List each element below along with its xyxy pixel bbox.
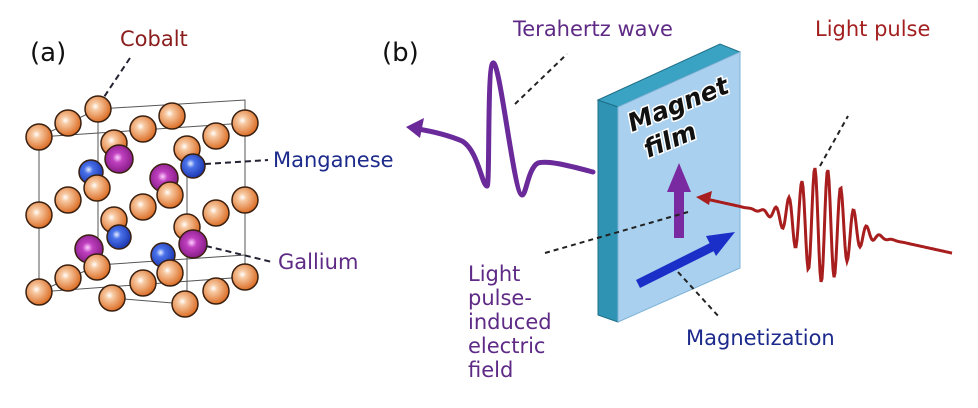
gallium-atom (178, 229, 208, 259)
cobalt-atom (54, 109, 82, 137)
light-pulse-wave (703, 167, 953, 283)
manganese-atom (106, 224, 132, 250)
crystal-structure (25, 95, 259, 318)
cobalt-atom (202, 199, 230, 227)
gallium-label: Gallium (278, 250, 359, 274)
light-pulse-leader-line (819, 115, 849, 167)
cobalt-atom (25, 278, 53, 306)
terahertz-wave (415, 60, 596, 198)
cobalt-atom (156, 259, 184, 287)
cobalt-atom (25, 123, 53, 151)
cobalt-leader-line (103, 57, 131, 98)
gallium-leader-line (205, 245, 273, 263)
cobalt-atom (231, 263, 259, 291)
cobalt-atom (54, 264, 82, 292)
cobalt-atom (156, 181, 184, 209)
cobalt-atom (83, 253, 111, 281)
panel-a-label: (a) (30, 38, 67, 68)
terahertz-leader-line (514, 53, 568, 105)
cobalt-atom (25, 201, 53, 229)
magnetization-leader-line (677, 271, 721, 319)
cobalt-atom (84, 95, 112, 123)
cobalt-atom (98, 284, 126, 312)
cobalt-atom (129, 115, 157, 143)
cobalt-atom (83, 174, 111, 202)
terahertz-arrow-head (406, 118, 424, 138)
magnetization-arrow (635, 232, 735, 289)
cobalt-atom (202, 122, 230, 150)
cobalt-label: Cobalt (120, 27, 188, 51)
cobalt-atom (231, 109, 259, 137)
efield-leader-line (544, 211, 689, 254)
manganese-atom (180, 153, 206, 179)
manganese-leader-line (204, 159, 269, 165)
panel-b-label: (b) (382, 38, 419, 68)
cobalt-atom (158, 102, 186, 130)
cobalt-atom (202, 277, 230, 305)
magnetization-label: Magnetization (686, 326, 835, 350)
light-pulse-label: Light pulse (815, 17, 931, 41)
cobalt-atom (129, 193, 157, 221)
cobalt-atom (231, 186, 259, 214)
magnet-film: Magnet film (596, 43, 742, 323)
cobalt-atom (129, 269, 157, 297)
gallium-atom (104, 144, 134, 174)
cobalt-atom (54, 186, 82, 214)
light-pulse-arrow-head (696, 191, 712, 205)
electric-field-label: Light pulse-induced electric field (468, 262, 552, 382)
cobalt-atom (171, 290, 199, 318)
terahertz-wave-label: Terahertz wave (513, 17, 673, 41)
manganese-label: Manganese (273, 148, 394, 172)
